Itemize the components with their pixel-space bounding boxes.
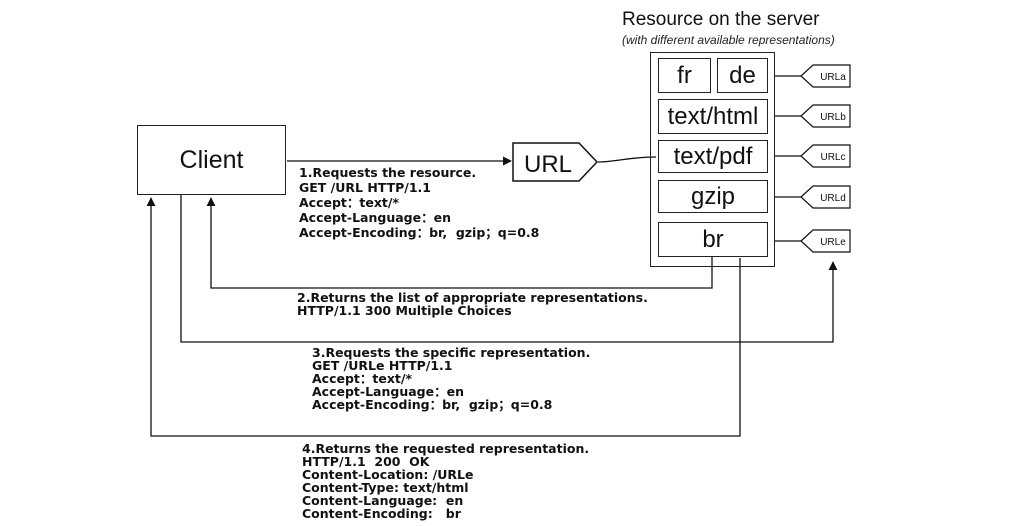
arrow-step4	[146, 197, 741, 437]
step-title: 1.Requests the resource.	[299, 165, 477, 180]
step-4-text: 4.Returns the requested representation. …	[302, 442, 589, 520]
url-tag-label: URLd	[820, 193, 846, 204]
url-to-resource-line	[597, 156, 657, 163]
url-tag-label: URLc	[820, 152, 845, 163]
step-line: Content-Location: /URLe	[302, 467, 474, 482]
step-title: 2.Returns the list of appropriate repres…	[297, 290, 648, 305]
url-tag-label: URLb	[820, 112, 846, 123]
step-line: HTTP/1.1 300 Multiple Choices	[297, 303, 512, 318]
url-tag: URLe	[800, 229, 851, 253]
step-line: GET /URL HTTP/1.1	[299, 180, 432, 195]
arrow-step3	[180, 194, 838, 343]
step-title: 4.Returns the requested representation.	[302, 441, 590, 456]
step-2-text: 2.Returns the list of appropriate repres…	[297, 291, 648, 317]
url-tag: URLb	[800, 104, 851, 128]
step-line: Accept：text/*	[299, 195, 399, 210]
step-line: HTTP/1.1 200 OK	[302, 454, 430, 469]
url-tag: URLd	[800, 185, 851, 209]
server-resource-container	[650, 52, 775, 267]
url-tag: URLa	[800, 64, 851, 88]
server-subtitle: (with different available representation…	[622, 33, 835, 47]
step-line: Accept-Language：en	[312, 384, 464, 399]
rep-gzip: gzip	[658, 180, 768, 213]
step-title: 3.Requests the specific representation.	[312, 345, 591, 360]
step-line: Accept-Encoding：br, gzip；q=0.8	[299, 225, 540, 240]
step-line: Content-Type: text/html	[302, 480, 469, 495]
url-tag: URLc	[800, 144, 851, 168]
step-3-text: 3.Requests the specific representation. …	[312, 346, 590, 411]
rep-de: de	[717, 58, 768, 93]
rep-text-pdf: text/pdf	[658, 140, 768, 173]
url-tag-label: URLe	[820, 237, 846, 248]
step-line: Content-Encoding: br	[302, 506, 461, 521]
step-line: GET /URLe HTTP/1.1	[312, 358, 453, 373]
url-node-label: URL	[524, 151, 572, 178]
rep-fr: fr	[658, 58, 711, 93]
step-line: Content-Language: en	[302, 493, 464, 508]
server-title: Resource on the server	[622, 9, 820, 30]
rep-br: br	[658, 222, 768, 257]
step-line: Accept：text/*	[312, 371, 412, 386]
step-line: Accept-Encoding：br, gzip；q=0.8	[312, 397, 553, 412]
step-1-text: 1.Requests the resource. GET /URL HTTP/1…	[299, 166, 539, 239]
step-line: Accept-Language：en	[299, 210, 451, 225]
arrow-step2	[206, 197, 713, 289]
rep-text-html: text/html	[658, 99, 768, 134]
url-tag-label: URLa	[820, 72, 846, 83]
client-box: Client	[137, 125, 286, 195]
url-node	[512, 142, 599, 182]
